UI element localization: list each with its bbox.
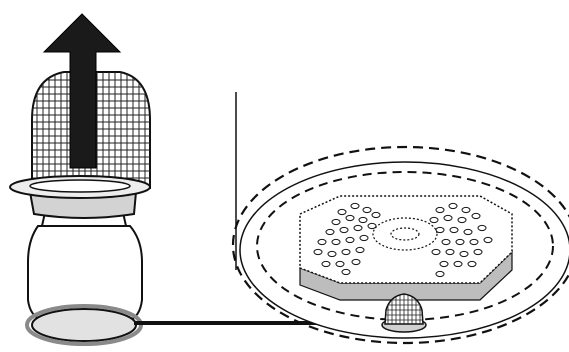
filter-assembly — [10, 14, 160, 344]
filter-rim-inner — [30, 180, 130, 192]
filter-plate — [300, 196, 512, 283]
filter-bottom-ring — [32, 309, 136, 341]
dishwasher-floor — [233, 92, 569, 343]
